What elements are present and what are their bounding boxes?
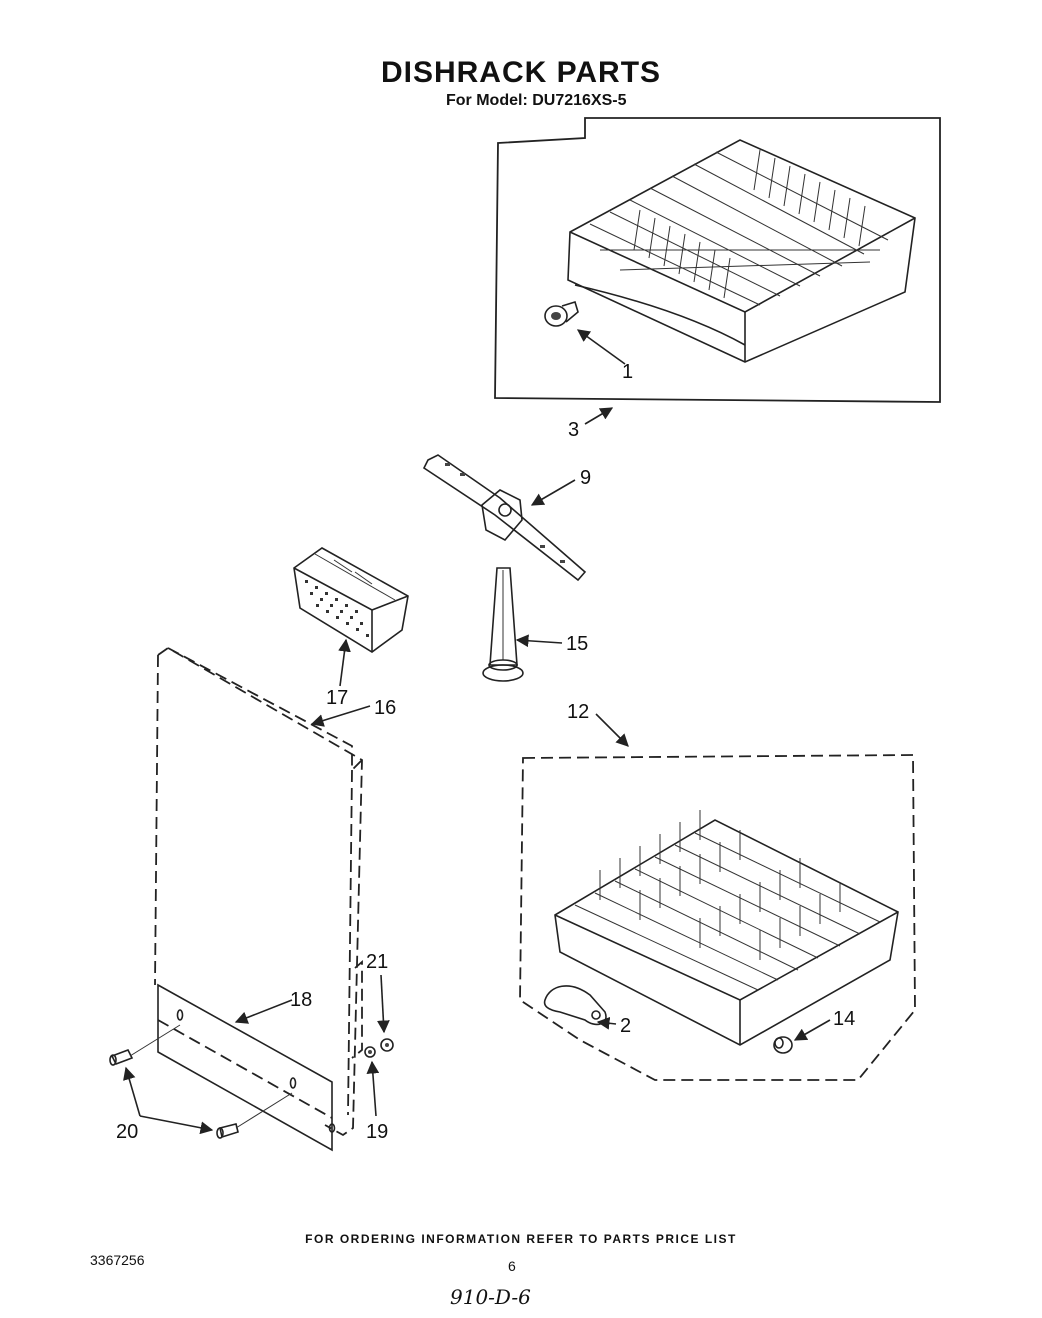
callout-17: 17 xyxy=(326,687,348,709)
model-subtitle: For Model: DU7216XS-5 xyxy=(446,92,627,109)
lower-rack-group xyxy=(519,754,916,1081)
page-title: DISHRACK PARTS xyxy=(380,56,662,89)
screw-line-1 xyxy=(129,1024,181,1057)
ordering-note: FOR ORDERING INFORMATION REFER TO PARTS … xyxy=(305,1232,737,1246)
leader-17 xyxy=(338,638,351,687)
door-panel-part-16 xyxy=(154,646,363,1137)
upper-rack-illustration xyxy=(567,139,916,363)
rack-handle-part-2 xyxy=(543,985,607,1026)
callout-3: 3 xyxy=(568,419,579,441)
document-number: 3367256 xyxy=(90,1252,145,1268)
callout-20: 20 xyxy=(116,1121,138,1143)
handwritten-note: 910-D-6 xyxy=(450,1285,531,1309)
callout-21: 21 xyxy=(366,951,388,973)
silverware-basket-part-17 xyxy=(293,547,409,653)
leader-16 xyxy=(310,705,371,727)
callout-16: 16 xyxy=(374,697,396,719)
callout-14: 14 xyxy=(833,1008,855,1030)
callout-9: 9 xyxy=(580,467,591,489)
leader-9 xyxy=(530,479,576,506)
screw-part-20 xyxy=(109,1048,239,1139)
kick-panel-part-18 xyxy=(157,983,336,1152)
leader-15 xyxy=(515,634,563,648)
callout-18: 18 xyxy=(290,989,312,1011)
callout-2: 2 xyxy=(620,1015,631,1037)
upper-rack-frame xyxy=(494,117,941,403)
leader-1 xyxy=(576,329,626,365)
leader-19 xyxy=(366,1060,380,1117)
upper-rack-group: 1 3 xyxy=(494,117,941,441)
leader-18 xyxy=(234,999,293,1024)
leader-12 xyxy=(595,713,629,747)
leader-14 xyxy=(793,1019,831,1041)
leader-2 xyxy=(596,1016,617,1030)
screw-line-2 xyxy=(235,1092,293,1129)
spray-arm-part-9 xyxy=(422,454,587,582)
page-number: 6 xyxy=(508,1258,516,1274)
lower-rack-illustration xyxy=(554,810,899,1046)
callout-15: 15 xyxy=(566,633,588,655)
callout-19: 19 xyxy=(366,1121,388,1143)
callout-12: 12 xyxy=(567,701,589,723)
leader-21 xyxy=(377,974,390,1034)
washer-part-19 xyxy=(364,1046,376,1058)
rack-roller-part-1 xyxy=(544,300,579,327)
leader-20a xyxy=(123,1066,141,1117)
callout-1: 1 xyxy=(622,361,633,383)
rack-wheel-part-14 xyxy=(773,1036,793,1054)
bracket-line xyxy=(351,960,363,1059)
leader-3 xyxy=(584,407,614,425)
leader-20b xyxy=(139,1115,214,1135)
spray-tower-part-15 xyxy=(482,567,524,682)
nut-part-21 xyxy=(380,1038,394,1052)
